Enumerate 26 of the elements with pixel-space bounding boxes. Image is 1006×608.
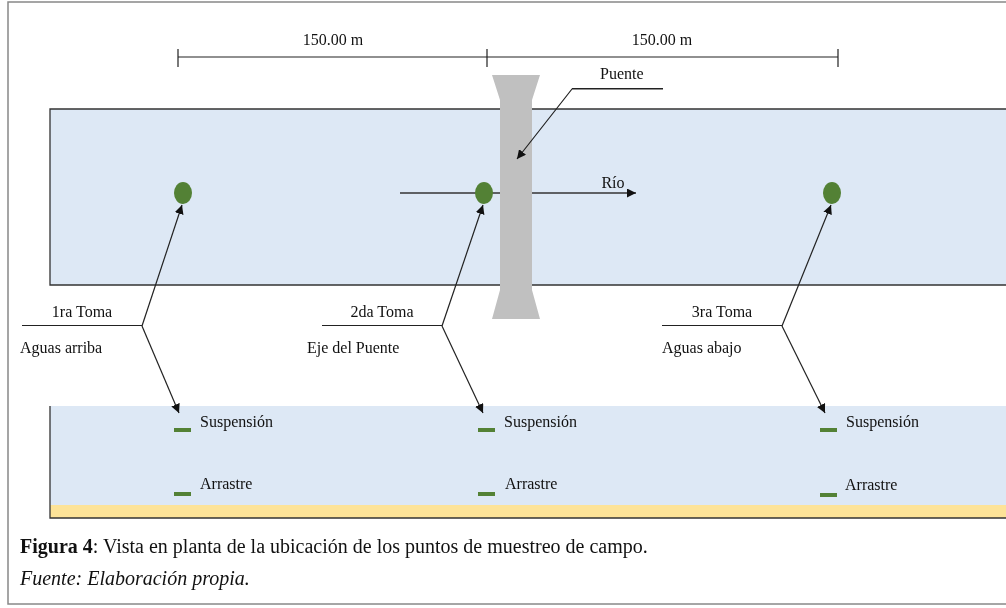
sample-label: Suspensión xyxy=(504,412,577,432)
leader-line xyxy=(781,204,832,327)
layer-label: Arrastre xyxy=(845,475,898,495)
source-note: Fuente: Elaboración propia. xyxy=(20,566,250,590)
figure-caption: Figura 4: Vista en planta de la ubicación de los puntos de muestreo de campo. xyxy=(20,534,648,558)
sample-label: Suspensión xyxy=(846,412,919,432)
layer-label: Arrastre xyxy=(200,474,253,494)
point-label: 3ra Toma xyxy=(690,302,754,322)
point-label: 2da Toma xyxy=(349,302,415,322)
point-description: Aguas arriba xyxy=(20,338,103,358)
dimension-label: 150.00 m xyxy=(302,30,364,50)
dimension-label: 150.00 m xyxy=(631,30,693,50)
bridge-shape xyxy=(492,75,540,319)
point-description: Eje del Puente xyxy=(307,338,400,358)
bridge-label: Puente xyxy=(600,64,644,84)
leader-line xyxy=(141,204,184,327)
leader-line xyxy=(441,204,485,327)
leader-line xyxy=(516,88,664,160)
point-description: Aguas abajo xyxy=(662,338,742,358)
leader-line xyxy=(781,325,826,414)
layer-label: Arrastre xyxy=(505,474,558,494)
sample-label: Suspensión xyxy=(200,412,273,432)
point-label: 1ra Toma xyxy=(50,302,114,322)
flow-label: Río xyxy=(601,173,625,193)
leader-line xyxy=(441,325,484,414)
leader-line xyxy=(141,325,180,414)
